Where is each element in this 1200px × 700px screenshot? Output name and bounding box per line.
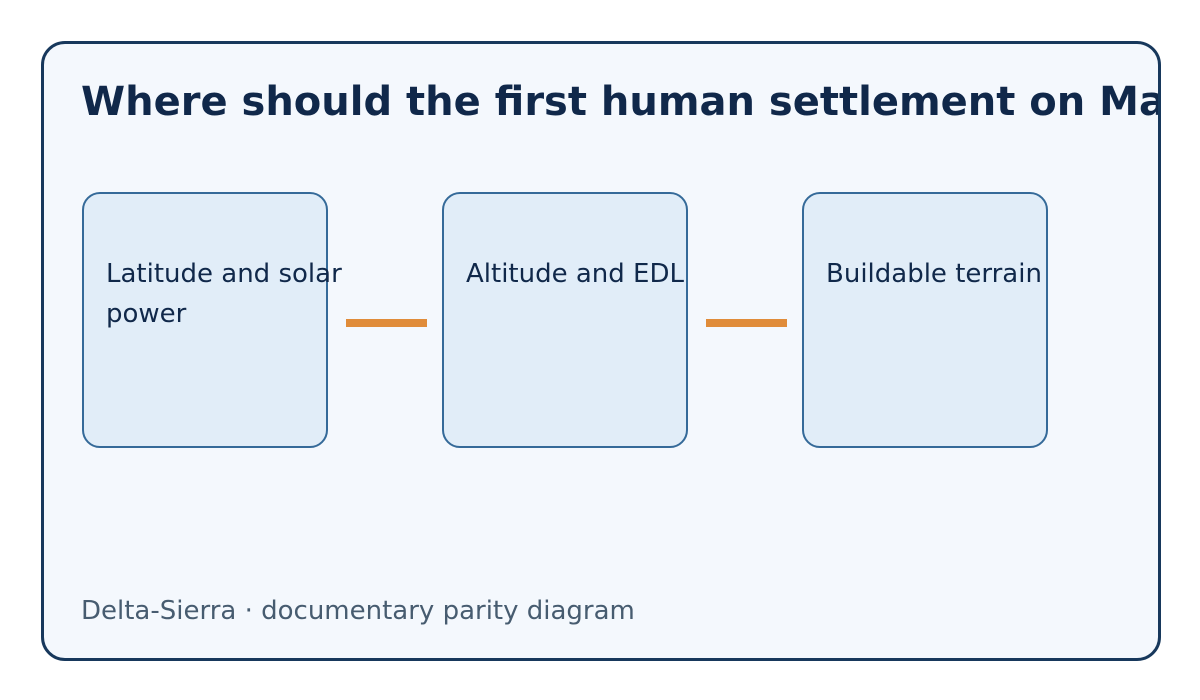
diagram-card: Where should the first human settlement … [41,41,1161,661]
diagram-footer: Delta-Sierra · documentary parity diagra… [81,596,635,626]
connector-line [706,319,787,327]
node-latitude-solar-power: Latitude and solar power [82,192,342,448]
node-altitude-edl: Altitude and EDL [442,192,688,448]
node-buildable-terrain: Buildable terrain [802,192,1048,448]
node-label: Latitude and solar power [106,259,342,329]
node-label: Buildable terrain [826,259,1042,289]
node-label: Altitude and EDL [466,259,684,289]
diagram-title: Where should the first human settlement … [81,79,1161,125]
connector-line [346,319,427,327]
